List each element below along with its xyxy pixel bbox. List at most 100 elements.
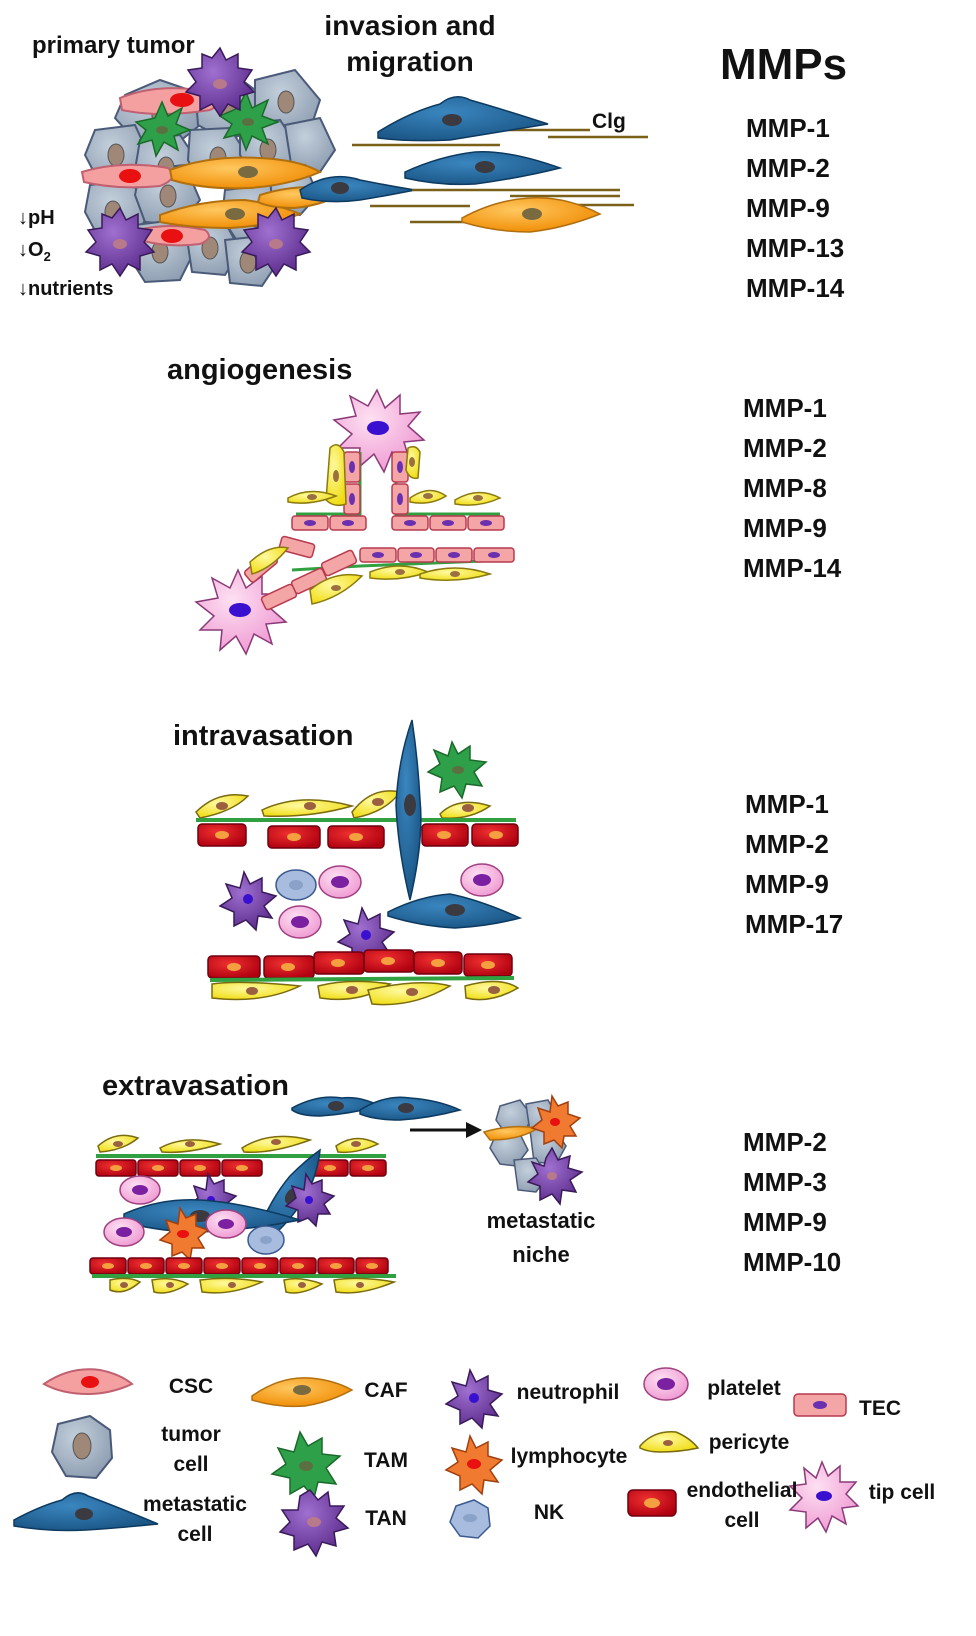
mmps-title: MMPs	[720, 40, 848, 89]
lower-basement-membrane	[209, 976, 515, 982]
legend-label-tam: TAM	[364, 1449, 408, 1472]
mmp-item: MMP-1	[743, 393, 827, 423]
metastasis-arrow	[410, 1122, 482, 1138]
legend-pericyte-icon	[639, 1431, 700, 1453]
extravasation-upper-pericyte-nuclei	[113, 1139, 361, 1147]
legend-label-csc: CSC	[168, 1375, 214, 1398]
legend-label-neutrophil: neutrophil	[516, 1381, 620, 1404]
mmp-item: MMP-17	[745, 909, 844, 939]
stage-title-extravasation: extravasation	[102, 1070, 289, 1102]
metastatic-niche-label: metastatic niche	[486, 1208, 596, 1267]
mmp-item: MMP-9	[743, 513, 827, 543]
legend-tec-icon	[793, 1393, 847, 1417]
legend-tam-icon	[270, 1430, 342, 1500]
tec-nuclei	[304, 461, 500, 558]
legend-tan-icon	[278, 1489, 350, 1558]
extravasation-lower-pericytes	[109, 1277, 397, 1294]
stage-title-angiogenesis: angiogenesis	[167, 354, 353, 386]
metastatic-niche-cluster	[482, 1093, 584, 1206]
intravasation-lower-pericytes	[211, 980, 520, 1006]
legend-label-metastatic-cell: metastatic cell	[143, 1493, 247, 1546]
mmp-item: MMP-9	[743, 1207, 827, 1237]
mmp-item: MMP-2	[746, 153, 830, 183]
legend-icons	[13, 1367, 860, 1558]
legend-lymphocyte-icon	[444, 1433, 504, 1496]
mmp-item: MMP-9	[745, 869, 829, 899]
intravasating-metastatic-cell	[395, 719, 422, 901]
extravasation-lower-endo-nuclei	[102, 1263, 378, 1269]
collagen-label: Clg	[592, 110, 626, 133]
migrating-metastatic-cells	[377, 96, 563, 186]
primary-tumor-cluster	[80, 46, 416, 288]
extravasation-lower-endothelium	[89, 1257, 389, 1275]
legend-endothelial-cell-icon	[627, 1489, 677, 1517]
legend-tip-cell-icon	[788, 1459, 860, 1534]
legend-metastatic-cell-icon	[13, 1492, 159, 1532]
intravasation-lower-endo-nuclei	[227, 957, 495, 971]
mmp-item: MMP-1	[745, 789, 829, 819]
legend-label-lymphocyte: lymphocyte	[510, 1445, 628, 1468]
mmp-list-angiogenesis: MMP-1 MMP-2 MMP-8 MMP-9 MMP-14	[743, 388, 841, 588]
down-arrow-icon: ↓	[18, 207, 28, 229]
legend-label-caf: CAF	[364, 1379, 408, 1402]
legend-caf-icon	[251, 1377, 354, 1408]
extravasation-lumen-cells	[103, 1171, 336, 1262]
legend-label-tumor-cell: tumor cell	[161, 1423, 221, 1476]
intravasation-lower-endothelium	[207, 949, 513, 979]
mmp-item: MMP-2	[743, 433, 827, 463]
legend-tumor-cell-icon	[50, 1414, 114, 1480]
intravasation-upper-pericytes	[195, 790, 492, 819]
tam-cells-tumor	[134, 90, 281, 158]
tan-cells-tumor	[84, 46, 312, 278]
mmp-item: MMP-2	[745, 829, 829, 859]
mmp-item: MMP-3	[743, 1167, 827, 1197]
legend-label-tip-cell: tip cell	[868, 1481, 936, 1504]
mmp-item: MMP-14	[746, 273, 845, 303]
escaping-metastatic-cell	[299, 175, 416, 203]
mmp-list-intravasation: MMP-1 MMP-2 MMP-9 MMP-17	[745, 784, 843, 944]
intravasation-tam	[426, 739, 488, 800]
mmp-item: MMP-8	[743, 473, 827, 503]
stage-title-invasion-line-2: migration	[346, 46, 474, 77]
tec-cells	[243, 451, 515, 611]
mmp-item: MMP-14	[743, 553, 842, 583]
angiogenesis-pericyte-nuclei	[307, 457, 483, 591]
mmp-item: MMP-2	[743, 1127, 827, 1157]
intravasation-lower-pericyte-nuclei	[246, 986, 500, 996]
mmp-list-invasion: MMP-1 MMP-2 MMP-9 MMP-13 MMP-14	[746, 108, 844, 308]
legend-neutrophil-icon	[444, 1367, 504, 1430]
legend-label-platelet: platelet	[707, 1377, 781, 1400]
intravasation-upper-pericyte-nuclei	[216, 798, 474, 812]
extravasation-upper-pericytes	[97, 1134, 380, 1154]
condition-nutrients: ↓nutrients	[18, 278, 114, 300]
condition-o2: ↓O2	[18, 239, 51, 264]
mmp-item: MMP-1	[746, 113, 830, 143]
stage-title-invasion: invasion and migration	[310, 8, 510, 80]
stage-title-intravasation: intravasation	[173, 720, 354, 752]
down-arrow-icon: ↓	[18, 239, 28, 261]
extravasation-upper-endo-nuclei	[110, 1165, 374, 1171]
down-arrow-icon: ↓	[18, 278, 28, 300]
mmp-item: MMP-10	[743, 1247, 842, 1277]
legend-label-pericyte: pericyte	[708, 1431, 790, 1454]
mmp-list-extravasation: MMP-2 MMP-3 MMP-9 MMP-10	[743, 1122, 841, 1282]
legend-nk-icon	[449, 1499, 491, 1539]
tumor-conditions: ↓pH ↓O2 ↓nutrients	[18, 202, 114, 305]
legend-label-endothelial-cell: endothelial cell	[686, 1479, 798, 1532]
tip-cell-bottom	[194, 568, 288, 656]
legend-platelet-icon	[643, 1367, 689, 1401]
legend-label-tec: TEC	[859, 1397, 901, 1420]
mmp-item: MMP-9	[746, 193, 830, 223]
stage-title-invasion-line-1: invasion and	[324, 10, 496, 41]
legend-label-tan: TAN	[365, 1507, 407, 1530]
extravasation-lower-pericyte-nuclei	[120, 1282, 364, 1288]
mmp-item: MMP-13	[746, 233, 845, 263]
condition-ph: ↓pH	[18, 207, 55, 229]
extravasation-upper-metastatic-cells	[291, 1096, 463, 1121]
legend-label-nk: NK	[533, 1501, 565, 1524]
legend-csc-icon	[42, 1368, 134, 1396]
collagen-fibers	[352, 128, 648, 224]
migrating-caf-cell	[461, 197, 602, 233]
